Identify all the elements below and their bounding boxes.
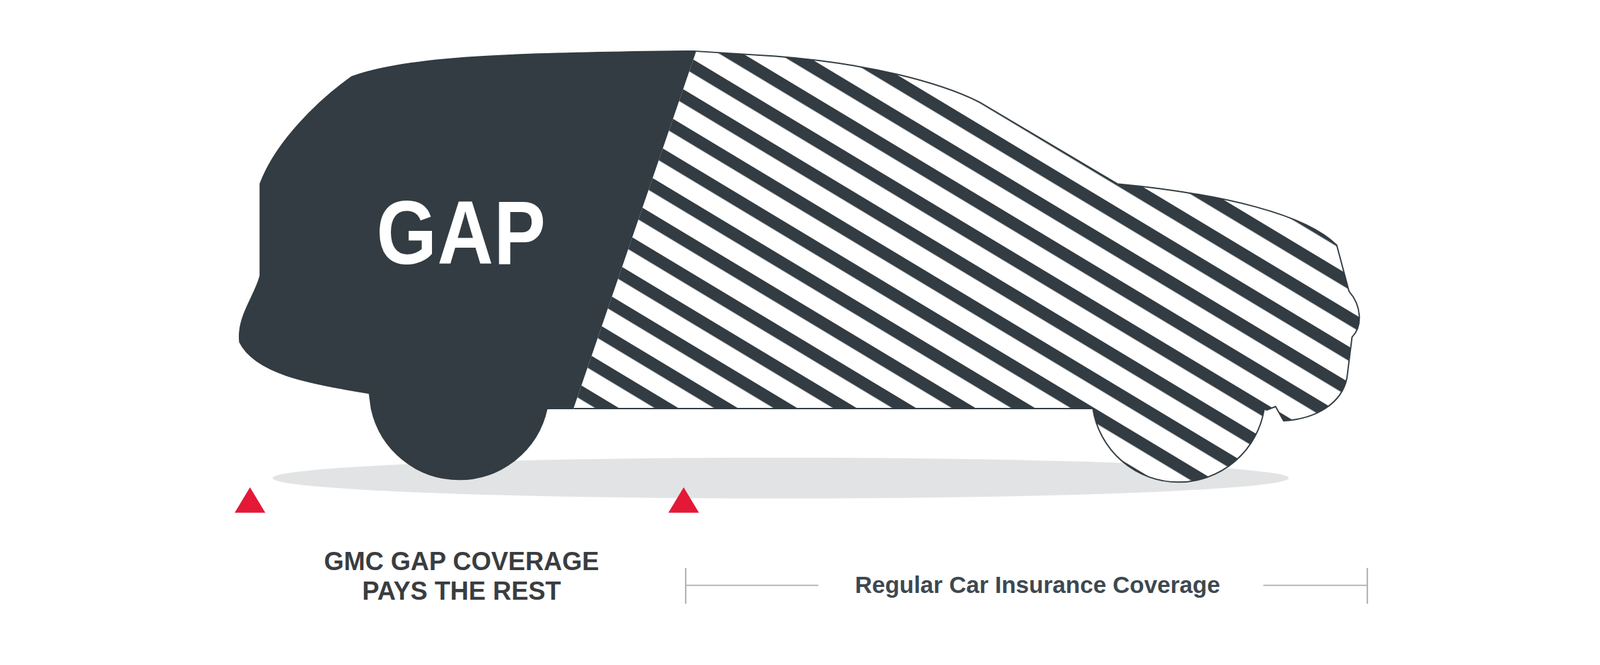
- node-title: GAP: [376, 187, 547, 278]
- insurance-part: [239, 51, 1360, 482]
- range-bracket: [685, 567, 1368, 604]
- coverage-range-label: Regular Car Insurance Coverage: [849, 571, 1226, 599]
- marker-triangle: [234, 487, 266, 513]
- gap-region: GAP: [368, 182, 556, 284]
- marker-triangle: [668, 487, 699, 513]
- gap-part: [239, 51, 1360, 482]
- gap-caption: GMC GAP COVERAGE PAYS THE REST: [303, 546, 620, 606]
